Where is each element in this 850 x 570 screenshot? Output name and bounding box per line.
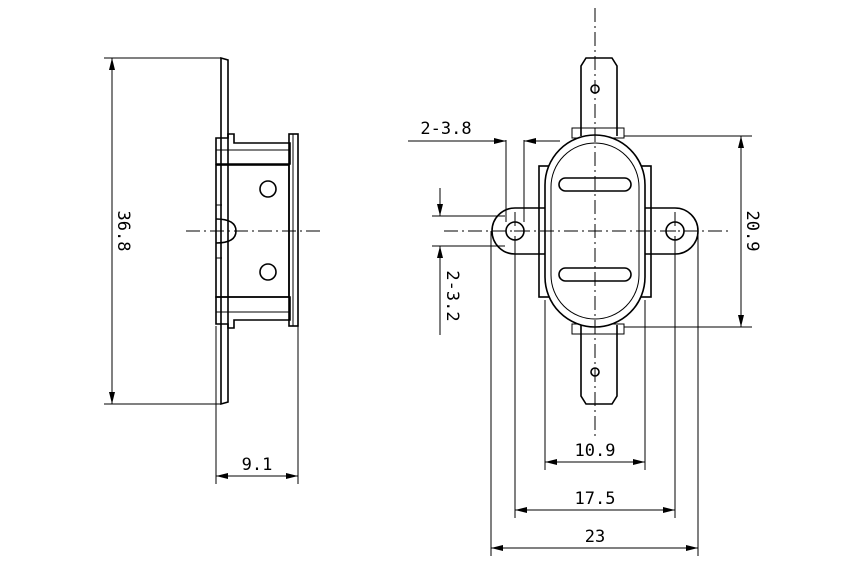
arrowhead — [437, 246, 443, 258]
side-rivet-top — [259, 180, 277, 198]
side-upper-bracket — [215, 133, 291, 165]
dim-hole-pitch-label: 17.5 — [575, 489, 616, 509]
arrowhead — [494, 138, 506, 144]
arrowhead — [686, 545, 698, 551]
arrowhead — [216, 473, 228, 479]
dim-body-width-label: 10.9 — [575, 441, 616, 461]
bottom-terminal — [580, 325, 618, 405]
arrowhead — [515, 507, 527, 513]
dim-body-height-label: 20.9 — [742, 211, 762, 252]
side-rivet-bottom — [259, 263, 277, 281]
dim-hole-label: 2-3.8 — [420, 119, 471, 139]
arrowhead — [491, 545, 503, 551]
top-terminal — [580, 57, 618, 136]
arrowhead — [286, 473, 298, 479]
arrowhead — [545, 459, 557, 465]
dim-overall-width-label: 23 — [585, 527, 605, 547]
side-view: 36.8 9.1 — [104, 56, 322, 484]
arrowhead — [738, 315, 744, 327]
arrowhead — [663, 507, 675, 513]
arrowhead — [437, 204, 443, 216]
arrowhead — [524, 138, 536, 144]
arrowhead — [109, 392, 115, 404]
oval-body-inner — [550, 142, 640, 320]
dim-depth-label: 9.1 — [242, 455, 273, 475]
arrowhead — [109, 58, 115, 70]
side-lower-bracket — [215, 296, 291, 329]
dim-tab-label: 2-3.2 — [442, 270, 462, 321]
arrowhead — [633, 459, 645, 465]
front-view: 2-3.8 2-3.2 20.9 10.9 17.5 — [408, 8, 762, 556]
dim-overall-height-label: 36.8 — [113, 211, 133, 252]
arrowhead — [738, 136, 744, 148]
